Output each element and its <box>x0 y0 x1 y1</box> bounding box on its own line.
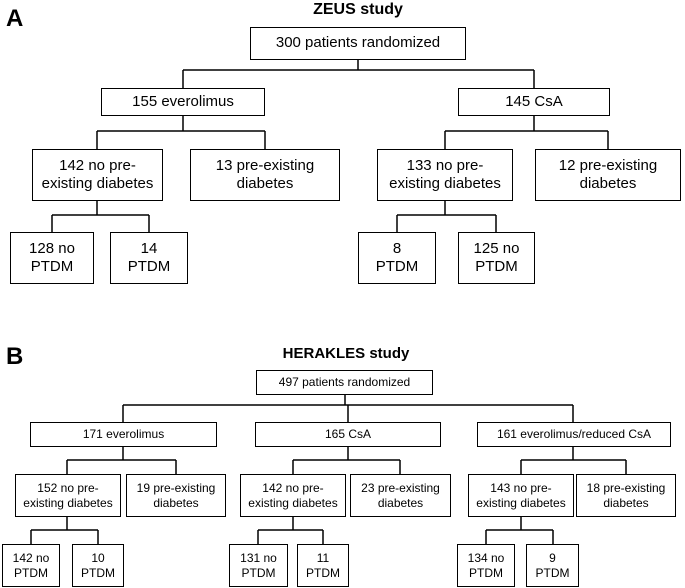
zeus-csa-node: 145 CsA <box>458 88 610 116</box>
herakles-everolimus-no-diabetes-node: 152 no pre- existing diabetes <box>15 474 121 517</box>
herakles-everolimus-reduced-csa-diabetes-node: 18 pre-existing diabetes <box>576 474 676 517</box>
herakles-everolimus-node: 171 everolimus <box>30 422 217 447</box>
zeus-everolimus-no-ptdm-node: 128 no PTDM <box>10 232 94 284</box>
herakles-root-node: 497 patients randomized <box>256 370 433 395</box>
herakles-everolimus-no-ptdm-node: 142 no PTDM <box>2 544 60 587</box>
panel-a-letter: A <box>6 5 24 32</box>
zeus-root-node: 300 patients randomized <box>250 27 466 60</box>
herakles-csa-no-ptdm-node: 131 no PTDM <box>229 544 288 587</box>
herakles-csa-no-diabetes-node: 142 no pre- existing diabetes <box>240 474 346 517</box>
zeus-csa-no-diabetes-node: 133 no pre- existing diabetes <box>377 149 513 201</box>
herakles-everolimus-reduced-csa-node: 161 everolimus/reduced CsA <box>477 422 671 447</box>
herakles-everolimus-reduced-csa-ptdm-node: 9 PTDM <box>526 544 579 587</box>
herakles-everolimus-reduced-csa-no-diabetes-node: 143 no pre- existing diabetes <box>468 474 574 517</box>
zeus-csa-no-ptdm-node: 125 no PTDM <box>458 232 535 284</box>
herakles-everolimus-diabetes-node: 19 pre-existing diabetes <box>126 474 226 517</box>
herakles-csa-node: 165 CsA <box>255 422 441 447</box>
zeus-everolimus-ptdm-node: 14 PTDM <box>110 232 188 284</box>
herakles-everolimus-reduced-csa-no-ptdm-node: 134 no PTDM <box>457 544 515 587</box>
herakles-csa-ptdm-node: 11 PTDM <box>297 544 349 587</box>
panel-b-title: HERAKLES study <box>282 345 410 362</box>
panel-a-title: ZEUS study <box>313 1 403 18</box>
herakles-everolimus-ptdm-node: 10 PTDM <box>72 544 124 587</box>
zeus-everolimus-no-diabetes-node: 142 no pre- existing diabetes <box>32 149 163 201</box>
zeus-everolimus-diabetes-node: 13 pre-existing diabetes <box>190 149 340 201</box>
zeus-everolimus-node: 155 everolimus <box>101 88 265 116</box>
herakles-csa-diabetes-node: 23 pre-existing diabetes <box>350 474 451 517</box>
zeus-csa-diabetes-node: 12 pre-existing diabetes <box>535 149 681 201</box>
panel-b-letter: B <box>6 343 24 370</box>
zeus-csa-ptdm-node: 8 PTDM <box>358 232 436 284</box>
